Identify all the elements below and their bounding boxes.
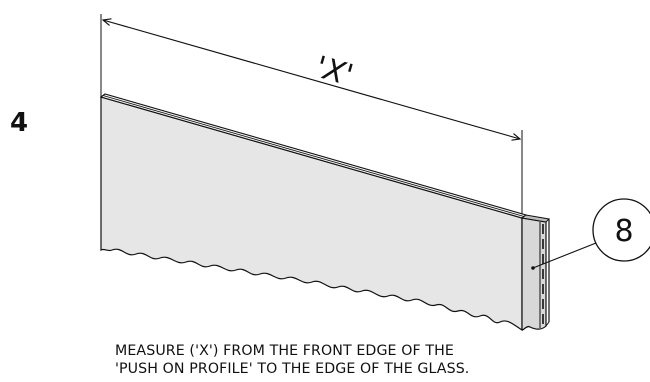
callout-number: 8 [614,214,633,249]
dimension-line [103,20,520,139]
callout-bubble [592,198,650,262]
callout-leader-dot [531,266,535,270]
glass-top-edge-inner [102,95,525,217]
instruction-line-1: MEASURE ('X') FROM THE FRONT EDGE OF THE [115,343,454,359]
instruction-line-2: 'PUSH ON PROFILE' TO THE EDGE OF THE GLA… [115,361,470,377]
callout-leader [532,242,597,269]
dimension-label: 'X' [312,50,357,94]
step-number: 4 [10,108,29,138]
profile-bottom-edge [545,321,550,327]
instruction-text: MEASURE ('X') FROM THE FRONT EDGE OF THE… [115,342,535,378]
glass-panel [100,96,523,332]
